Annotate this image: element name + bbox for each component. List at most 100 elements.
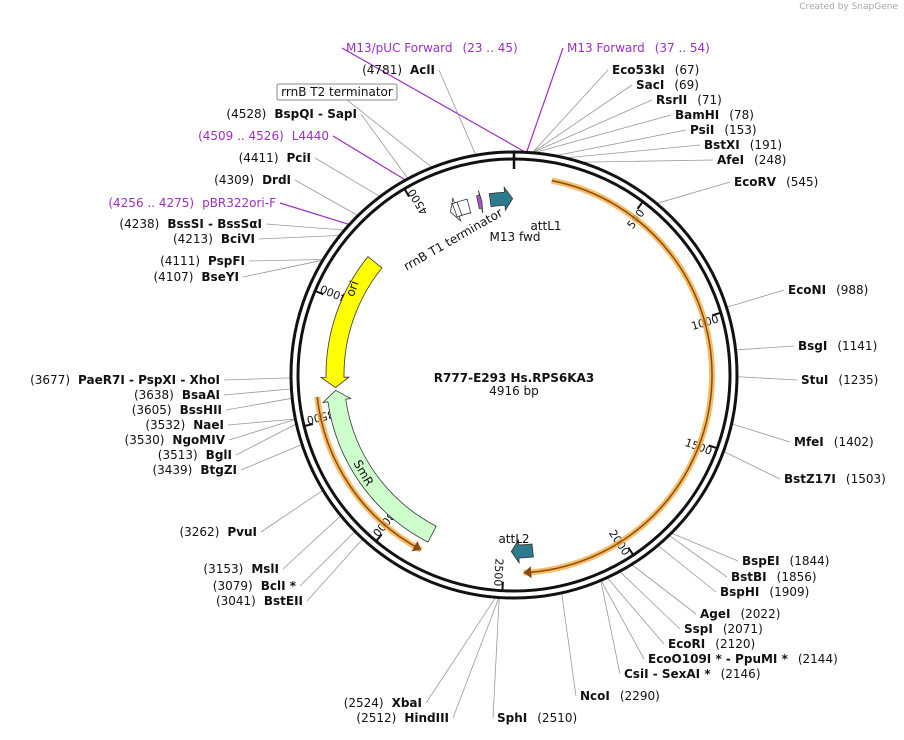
site-position: (4309) [214,173,254,187]
site-position: (1909) [769,585,809,599]
site-label: (3532)NaeI [145,418,224,432]
site-enzyme: BamHI [675,108,719,122]
site-label: NcoI(2290) [580,689,660,703]
site-position: (2524) [344,696,384,710]
site-label: BstZ17I(1503) [784,472,886,486]
site-enzyme: BciVI [221,232,255,246]
site-connector [620,571,681,630]
site-label: CsiI - SexAI * (2146) [624,667,761,681]
site-enzyme: PvuI [227,525,257,539]
feature-arrows [319,185,534,565]
site-enzyme: HindIII [404,711,449,725]
site-enzyme: BstBI [731,570,767,584]
site-position: (2144) [798,652,838,666]
site-enzyme: Eco53kI [612,63,665,77]
ruler-tick-mark [403,188,410,198]
site-enzyme: BsgI [798,339,827,353]
site-enzyme: BclI * [261,579,297,593]
site-label: BamHI(78) [675,108,754,122]
site-position: (3513) [158,448,198,462]
site-enzyme: PspFI [208,254,245,268]
site-enzyme: MfeI [794,435,824,449]
site-position: (69) [674,78,699,92]
site-position: (4107) [154,270,194,284]
site-label: BsgI (1141) [798,339,877,353]
site-connector [299,531,355,587]
site-position: (2120) [715,637,755,651]
site-position: (1235) [838,373,878,387]
ruler-tick-mark [627,546,635,556]
site-label: SphI(2510) [497,711,577,725]
site-label: M13 Forward(37 .. 54) [567,41,710,55]
ruler-tick-mark [636,201,644,210]
site-label: (4238)BssSI - BssSαI [119,217,262,231]
site-enzyme: SacI [636,78,664,92]
site-label: Eco53kI(67) [612,63,699,77]
orf-arrowhead [411,540,422,552]
site-label: BspHI (1909) [720,585,809,599]
site-enzyme: rrnB T2 terminator [281,85,393,99]
site-enzyme: PsiI [690,123,714,137]
ruler-tick-mark [303,423,314,428]
site-label: BspEI(1844) [742,554,829,568]
site-label: BstXI(191) [704,138,782,152]
site-connector [294,179,358,216]
site-position: (2022) [740,607,780,621]
site-position: (4509 .. 4526) [198,129,284,143]
site-label: (4528)BspQI - SapI [226,107,357,121]
site-enzyme: CsiI - SexAI * [624,667,711,681]
site-label: (4111) PspFI [160,254,245,268]
site-connector [341,47,525,152]
site-connector [526,47,564,152]
site-label: (3638)BsaAI [134,388,220,402]
site-connector [557,129,687,156]
site-position: (4781) [362,63,402,77]
site-label: (3262)PvuI [179,525,257,539]
site-enzyme: EcoO109I * - PpuMI * [648,652,789,666]
site-enzyme: AclI [410,63,435,77]
site-connector [657,181,731,204]
site-connector [492,598,500,719]
site-label: (4256 .. 4275)pBR322ori-F [108,196,276,210]
site-enzyme: pBR322ori-F [202,196,276,210]
site-label: (3513)BglI [158,448,232,462]
site-connector [282,515,341,570]
site-connector [223,388,291,396]
site-connector [534,99,653,153]
feature-rrnb-t1-terminator [449,196,472,223]
site-connector [532,69,609,153]
backbone-outer [289,150,739,600]
orf-arrowhead [523,566,532,579]
site-position: (2510) [537,711,577,725]
ruler-tick-mark [375,533,383,542]
site-position: (1141) [837,339,877,353]
site-position: (3677) [30,373,70,387]
feature-label-attl2: attL2 [498,532,529,546]
site-connector [306,539,363,602]
site-position: (3041) [216,594,256,608]
feature-label-ori: ori [343,279,361,298]
site-label: StuI(1235) [801,373,878,387]
site-label: EcoO109I * - PpuMI * (2144) [648,652,838,666]
site-label: (4411)PciI [239,151,311,165]
site-position: (2146) [721,667,761,681]
site-label: (4213)BciVI [173,232,255,246]
site-position: (1503) [846,472,886,486]
site-enzyme: MslI [251,562,279,576]
site-connector [669,535,728,578]
site-connector [607,578,665,645]
orf-line [523,179,713,574]
site-connector [737,376,798,381]
site-connector [336,91,432,168]
site-enzyme: RsrII [656,93,687,107]
site-label: (4509 .. 4526)L4440 [198,129,329,143]
feature-rrnb-t2-marker [451,201,463,218]
site-enzyme: AgeI [700,607,730,621]
site-enzyme: BspHI [720,585,759,599]
site-position: (4111) [160,254,200,268]
site-position: (191) [750,138,782,152]
site-label: (3153)MslI [203,562,279,576]
site-label: BstBI (1856) [731,570,817,584]
site-position: (1856) [777,570,817,584]
